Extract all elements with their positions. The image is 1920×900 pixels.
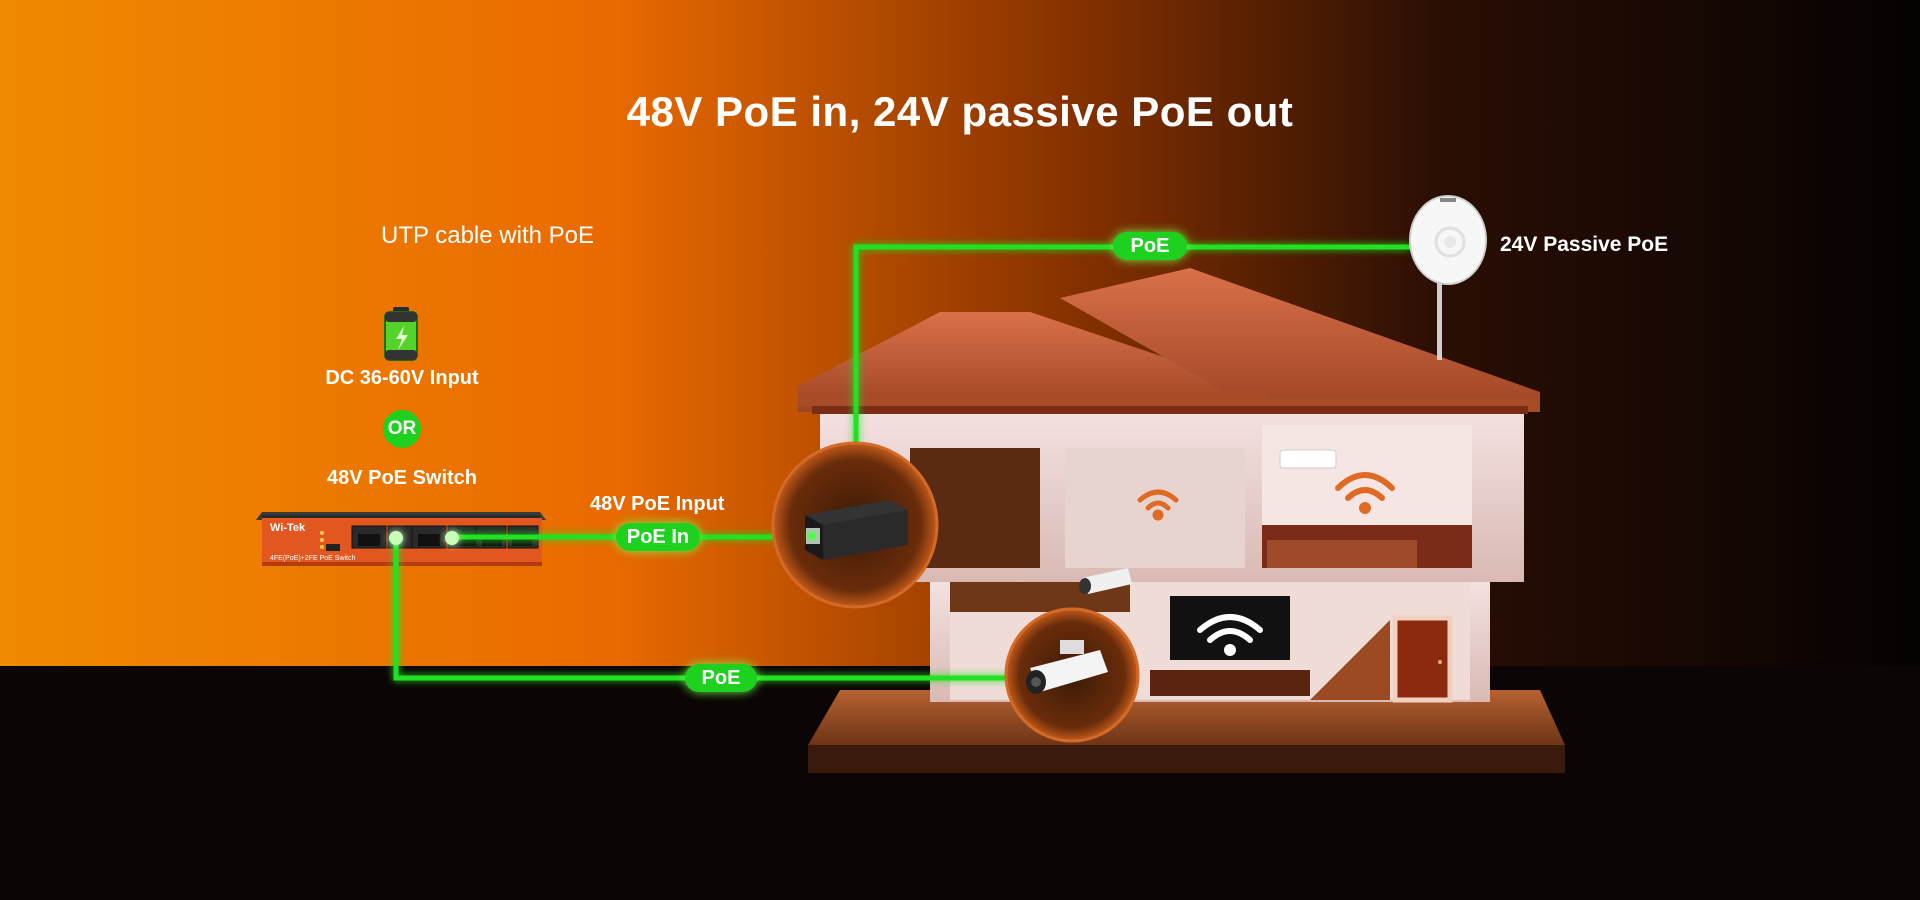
poe-switch-label: 48V PoE Switch xyxy=(326,467,478,489)
house-illustration xyxy=(798,268,1565,773)
poe-switch-device: Wi-Tek 4FE(PoE)+2FE PoE Switch xyxy=(256,512,546,566)
camera-bubble xyxy=(1004,607,1140,743)
wifi-icon xyxy=(1335,472,1395,514)
wifi-icon xyxy=(1137,489,1179,521)
injector-bubble xyxy=(771,441,939,609)
poe-pill-top: PoE xyxy=(1113,232,1187,260)
page-title: 48V PoE in, 24V passive PoE out xyxy=(626,88,1294,135)
passive-poe-label: 24V Passive PoE xyxy=(1500,233,1669,256)
cable-poe-antenna xyxy=(853,244,1410,445)
dc-input-label: DC 36-60V Input xyxy=(325,367,479,389)
switch-brand: Wi-Tek xyxy=(270,522,306,534)
poe-in-pill: PoE In xyxy=(616,523,700,551)
poe-pill-bottom: PoE xyxy=(685,664,757,692)
camera-icon xyxy=(1026,640,1108,694)
switch-model: 4FE(PoE)+2FE PoE Switch xyxy=(270,555,356,562)
legend-label: UTP cable with PoE xyxy=(381,222,594,249)
port-glow xyxy=(445,531,459,545)
or-badge: OR xyxy=(383,410,421,448)
injector-icon xyxy=(805,500,908,560)
battery-icon xyxy=(384,307,418,361)
wifi-icon xyxy=(1197,614,1263,656)
port-glow xyxy=(389,531,403,545)
poe-input-label: 48V PoE Input xyxy=(590,493,725,515)
cable-poe-camera xyxy=(393,540,1012,681)
camera-icon xyxy=(1079,568,1132,594)
antenna-icon xyxy=(1409,195,1487,360)
